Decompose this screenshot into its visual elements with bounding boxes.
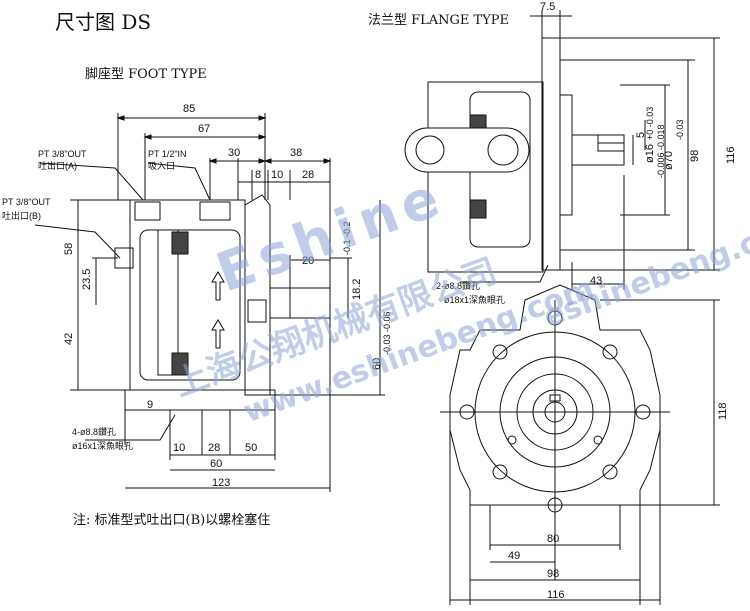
- dim-58: 58: [63, 242, 75, 255]
- foot-type-drawing: [34, 113, 385, 492]
- dim-116b: 116: [547, 589, 565, 601]
- dim-42: 42: [63, 332, 75, 345]
- dim-28: 28: [302, 169, 315, 181]
- flange-type-title: 法兰型 FLANGE TYPE: [368, 13, 510, 28]
- dim-118: 118: [717, 402, 729, 420]
- dim-30: 30: [228, 147, 241, 159]
- dim-70-tolerance: -0.03: [675, 119, 685, 140]
- label-flange-counterbore: ø18x1深魚眼孔: [444, 295, 506, 305]
- dim-10: 10: [271, 169, 284, 181]
- dim-16: ø16: [644, 144, 656, 163]
- dim-49: 49: [508, 550, 521, 562]
- dim-60: 60: [210, 458, 223, 470]
- flange-front-view: [440, 284, 720, 605]
- label-pt-out-a: PT 3/8"OUT: [38, 149, 87, 159]
- dim-123: 123: [212, 477, 231, 489]
- dim-116: 116: [725, 146, 737, 164]
- dim-20: 20: [302, 255, 315, 267]
- dim-8: 8: [255, 169, 262, 181]
- main-title: 尺寸图 DS: [55, 10, 152, 34]
- dim-10b: 10: [173, 442, 186, 454]
- footnote: 注: 标准型式吐出口(B)以螺栓塞住: [73, 513, 271, 528]
- dim-9: 9: [147, 399, 154, 411]
- label-pt-in-cn: 吸入口: [148, 161, 176, 171]
- label-pt-out-b-cn: 吐出口(B): [2, 211, 41, 221]
- dim-70: ø70: [663, 151, 675, 170]
- dim-7-5: 7.5: [540, 1, 556, 13]
- dim-28b: 28: [208, 442, 221, 454]
- label-pt-out-a-cn: 吐出口(A): [38, 161, 77, 171]
- label-pt-in: PT 1/2"IN: [148, 149, 187, 159]
- flange-side-view: [404, 10, 720, 290]
- dim-38: 38: [290, 147, 303, 159]
- dim-67: 67: [198, 123, 211, 135]
- label-flange-holes: 2-ø8.8鑽孔: [436, 281, 481, 291]
- dim-85: 85: [183, 103, 196, 115]
- dim-23-5: 23.5: [81, 268, 93, 290]
- dim-98b: 98: [547, 568, 560, 580]
- dim-43: 43: [590, 275, 603, 287]
- foot-type-title: 脚座型 FOOT TYPE: [85, 67, 207, 82]
- dim-98: 98: [689, 149, 701, 162]
- dim-80: 80: [547, 533, 560, 545]
- label-foot-holes: 4-ø8.8鑽孔: [72, 427, 117, 437]
- dim-5-tolerance: +0 -0.03: [645, 106, 655, 140]
- dim-50: 50: [245, 442, 258, 454]
- label-foot-counterbore: ø16x1深魚眼孔: [72, 441, 134, 451]
- label-pt-out-b: PT 3/8"OUT: [2, 197, 51, 207]
